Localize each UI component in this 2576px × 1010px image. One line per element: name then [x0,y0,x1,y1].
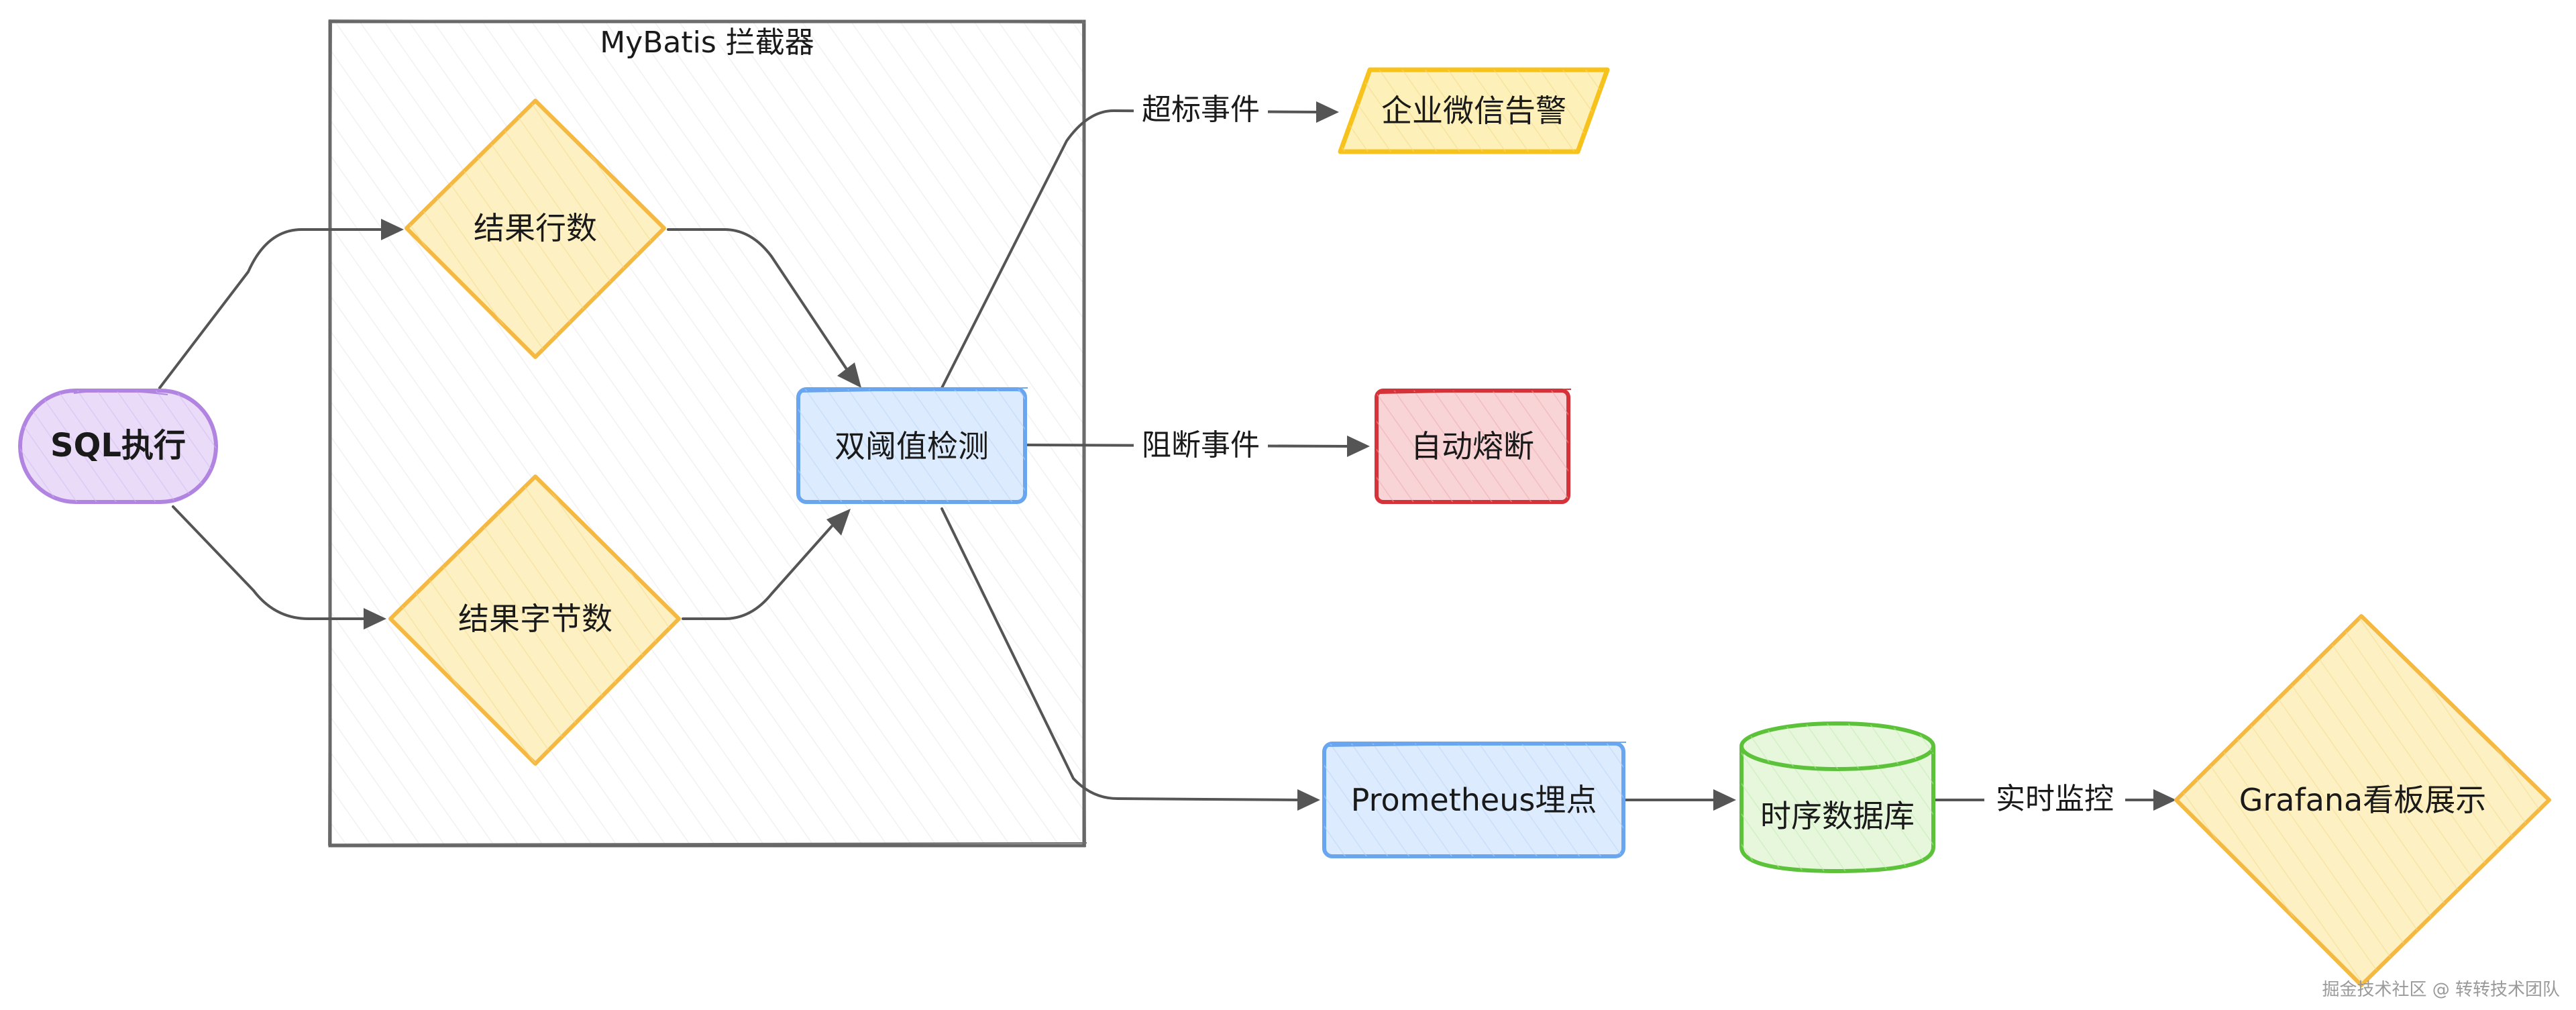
arrow-to-bytes [364,608,386,629]
block-event-label: 阻断事件 [1142,428,1260,462]
edges: 超标事件 阻断事件 实时监控 [158,90,2176,819]
auto-fuse-node: 自动熔断 [1375,389,1572,504]
arrow-to-grafana [2153,789,2176,811]
wecom-alert-label: 企业微信告警 [1381,93,1566,129]
wecom-alert-node: 企业微信告警 [1338,67,1610,154]
sql-exec-node: SQL执行 [18,389,218,504]
group-title: MyBatis 拦截器 [600,26,814,60]
prometheus-node: Prometheus埋点 [1322,742,1627,858]
edge-dual-to-alert [941,109,1319,389]
result-bytes-label: 结果字节数 [458,601,612,637]
edge-sql-to-bytes [172,505,368,620]
edge-sql-to-rows [158,228,385,389]
arrow-to-alert [1316,101,1339,123]
arrow-to-tsdb [1713,789,1736,811]
result-rows-node: 结果行数 [405,99,666,359]
edge-rows-to-dual [667,228,848,370]
tsdb-node: 时序数据库 [1739,721,1935,874]
arrow-to-rows [381,219,404,240]
edge-bytes-to-dual [682,525,833,620]
result-rows-label: 结果行数 [474,210,597,246]
sql-exec-label: SQL执行 [50,427,186,464]
dual-threshold-node: 双阈值检测 [796,387,1028,504]
arrow-bytes-to-dual [826,509,851,536]
arrow-to-fuse [1347,436,1370,457]
arrow-to-prometheus [1297,789,1320,811]
auto-fuse-label: 自动熔断 [1411,428,1534,464]
grafana-node: Grafana看板展示 [2174,614,2551,987]
arrow-rows-to-dual [837,362,861,388]
result-bytes-node: 结果字节数 [388,474,681,766]
tsdb-label: 时序数据库 [1760,798,1915,834]
watermark: 掘金技术社区 @ 转转技术团队 [2322,980,2560,1000]
grafana-label: Grafana看板展示 [2239,782,2486,818]
edge-dual-to-prometheus [941,507,1299,801]
realtime-monitor-label: 实时监控 [1996,782,2114,816]
dual-threshold-label: 双阈值检测 [835,428,989,464]
prometheus-label: Prometheus埋点 [1351,782,1597,818]
exceed-event-label: 超标事件 [1142,93,1260,127]
